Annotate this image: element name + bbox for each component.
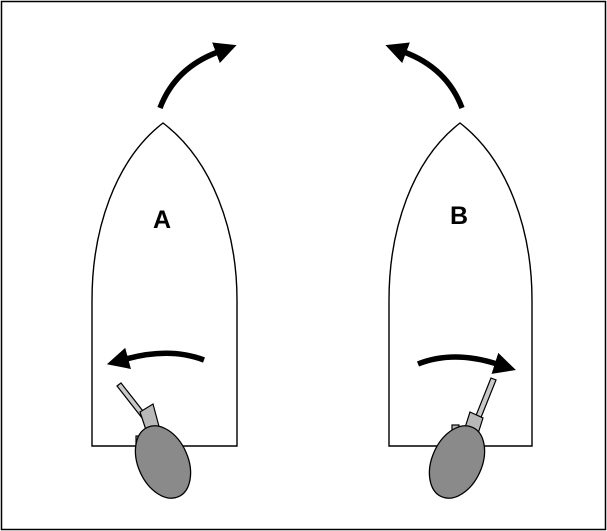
stern-turn-arrow-b	[416, 352, 516, 374]
motor-housing-b	[428, 425, 486, 499]
boat-label-b: B	[450, 202, 468, 230]
outboard-motor-b	[428, 377, 497, 499]
boat-b: B	[385, 42, 533, 499]
boat-hull-a	[91, 122, 238, 447]
boat-hull-b	[388, 122, 533, 447]
motor-housing-a	[134, 425, 192, 499]
boat-label-a: A	[153, 206, 171, 234]
boat-a: A	[91, 42, 238, 499]
bow-turn-arrow-a	[157, 42, 237, 109]
outboard-motor-a	[116, 382, 192, 499]
stern-turn-arrow-a	[106, 347, 205, 370]
bow-turn-arrow-b	[385, 42, 465, 109]
